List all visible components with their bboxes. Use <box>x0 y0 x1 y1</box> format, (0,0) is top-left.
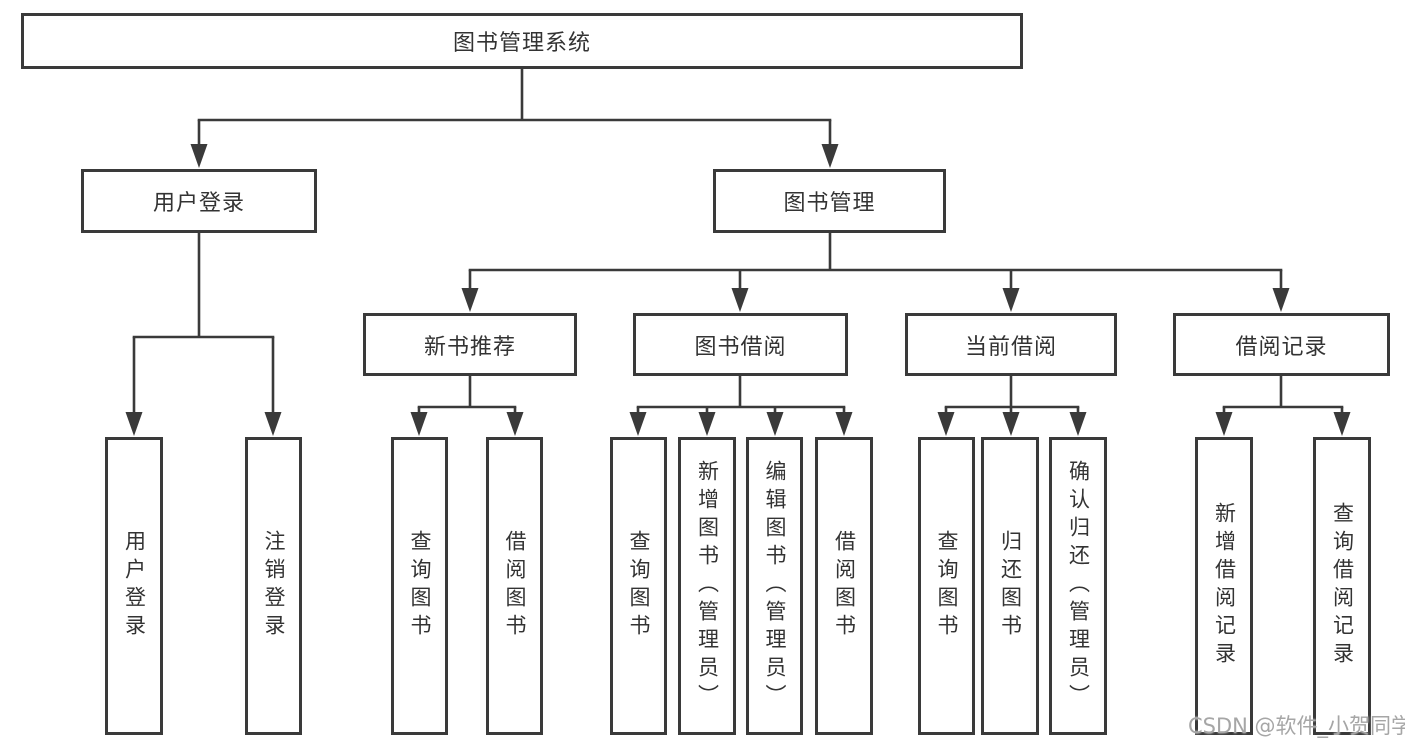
leaf-borrow-book-recommend-label: 借阅图书 <box>503 530 527 642</box>
leaf-query-borrow-record: 查询借阅记录 <box>1313 437 1371 735</box>
leaf-user-login: 用户登录 <box>105 437 163 735</box>
leaf-query-book-recommend: 查询图书 <box>391 437 448 735</box>
leaf-borrow-book: 借阅图书 <box>815 437 873 735</box>
node-book-borrow: 图书借阅 <box>633 313 848 376</box>
leaf-logout-label: 注销登录 <box>262 530 286 642</box>
leaf-borrow-book-label: 借阅图书 <box>832 530 857 642</box>
leaf-return-book: 归还图书 <box>981 437 1039 735</box>
leaf-add-borrow-record-label: 新增借阅记录 <box>1212 502 1237 670</box>
leaf-query-book-borrow-label: 查询图书 <box>627 530 651 642</box>
leaf-borrow-book-recommend: 借阅图书 <box>486 437 543 735</box>
node-book-management: 图书管理 <box>713 169 946 233</box>
node-new-book-recommend: 新书推荐 <box>363 313 577 376</box>
node-root-system: 图书管理系统 <box>21 13 1023 69</box>
leaf-query-borrow-record-label: 查询借阅记录 <box>1330 502 1355 670</box>
leaf-query-book-current-label: 查询图书 <box>935 530 959 642</box>
leaf-return-book-label: 归还图书 <box>998 530 1023 642</box>
node-borrow-records: 借阅记录 <box>1173 313 1390 376</box>
leaf-add-book-admin-label: 新增图书（管理员） <box>695 460 720 712</box>
leaf-add-book-admin: 新增图书（管理员） <box>678 437 736 735</box>
leaf-query-book-recommend-label: 查询图书 <box>408 530 432 642</box>
leaf-query-book-current: 查询图书 <box>918 437 975 735</box>
node-user-login: 用户登录 <box>81 169 317 233</box>
leaf-user-login-label: 用户登录 <box>122 530 147 642</box>
node-current-borrow: 当前借阅 <box>905 313 1117 376</box>
leaf-confirm-return-admin: 确认归还（管理员） <box>1049 437 1107 735</box>
leaf-add-borrow-record: 新增借阅记录 <box>1195 437 1253 735</box>
leaf-query-book-borrow: 查询图书 <box>610 437 667 735</box>
leaf-logout: 注销登录 <box>245 437 302 735</box>
leaf-edit-book-admin: 编辑图书（管理员） <box>746 437 803 735</box>
leaf-confirm-return-admin-label: 确认归还（管理员） <box>1066 460 1091 712</box>
csdn-watermark: CSDN @软件_小贺同学 <box>1188 714 1405 738</box>
leaf-edit-book-admin-label: 编辑图书（管理员） <box>763 460 787 712</box>
